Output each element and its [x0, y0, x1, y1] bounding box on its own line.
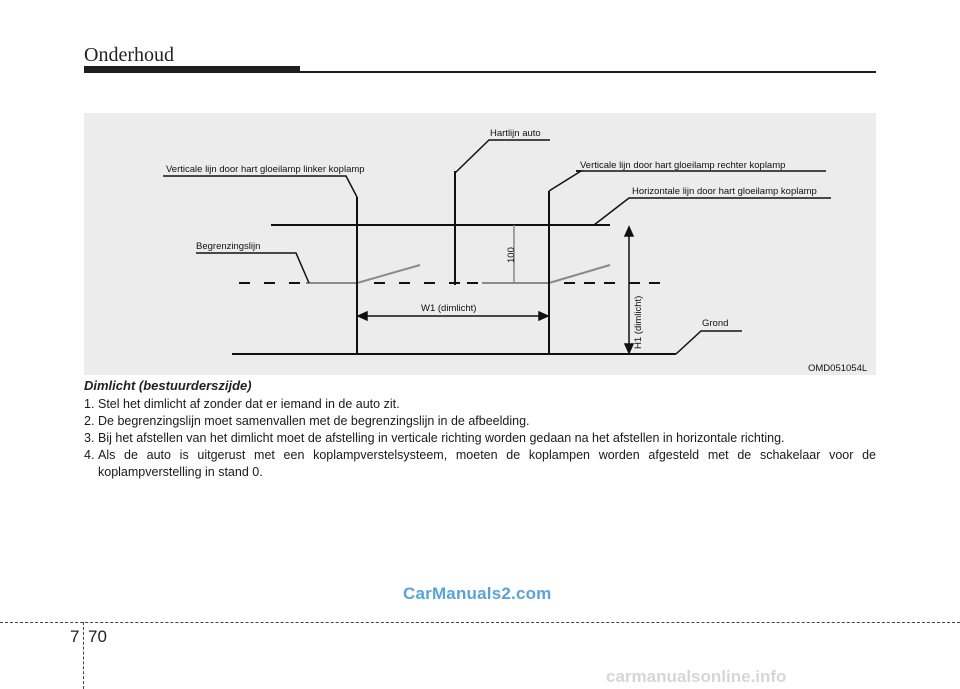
- chapter-number: 7: [70, 627, 80, 646]
- h1-dimension: [623, 225, 635, 355]
- watermark-link[interactable]: CarManuals2.com: [403, 584, 552, 603]
- label-cutoff: Begrenzingslijn: [196, 241, 260, 252]
- site-watermark: carmanualsonline.info: [606, 667, 787, 686]
- instruction-item: 3.Bij het afstellen van het dimlicht moe…: [84, 431, 785, 445]
- w1-dimension: [356, 310, 550, 322]
- instruction-item: 2.De begrenzingslijn moet samenvallen me…: [84, 414, 530, 428]
- headlamp-aiming-diagram: Hartlijn auto Verticale lijn door hart g…: [84, 113, 876, 375]
- instruction-item: 4.Als de auto is uitgerust met een kopla…: [84, 448, 876, 479]
- leader-lines: [163, 139, 831, 355]
- figure-code: OMD051054L: [808, 363, 867, 374]
- instruction-list: 1.Stel het dimlicht af zonder dat er iem…: [84, 396, 876, 481]
- label-h1: H1 (dimlicht): [633, 296, 644, 349]
- footer-vertical-divider: [83, 622, 84, 689]
- cutoff-pattern-left: [306, 264, 421, 284]
- cutoff-pattern-right: [482, 264, 611, 284]
- header-accent-bar: [84, 66, 300, 73]
- label-center-line: Hartlijn auto: [490, 128, 541, 139]
- label-w1: W1 (dimlicht): [421, 303, 476, 314]
- section-heading: Dimlicht (bestuurderszijde): [84, 378, 252, 393]
- label-offset: 100: [506, 247, 517, 263]
- label-horizontal: Horizontale lijn door hart gloeilamp kop…: [632, 186, 817, 197]
- page-number: 70: [88, 627, 107, 646]
- instruction-item: 1.Stel het dimlicht af zonder dat er iem…: [84, 397, 400, 411]
- label-ground: Grond: [702, 318, 728, 329]
- label-left-vertical: Verticale lijn door hart gloeilamp linke…: [166, 164, 365, 175]
- header-rule: [300, 71, 876, 73]
- diagram-canvas: Hartlijn auto Verticale lijn door hart g…: [163, 128, 867, 374]
- page-header-title: Onderhoud: [84, 44, 174, 66]
- footer-divider: [0, 622, 960, 623]
- label-right-vertical: Verticale lijn door hart gloeilamp recht…: [580, 160, 785, 171]
